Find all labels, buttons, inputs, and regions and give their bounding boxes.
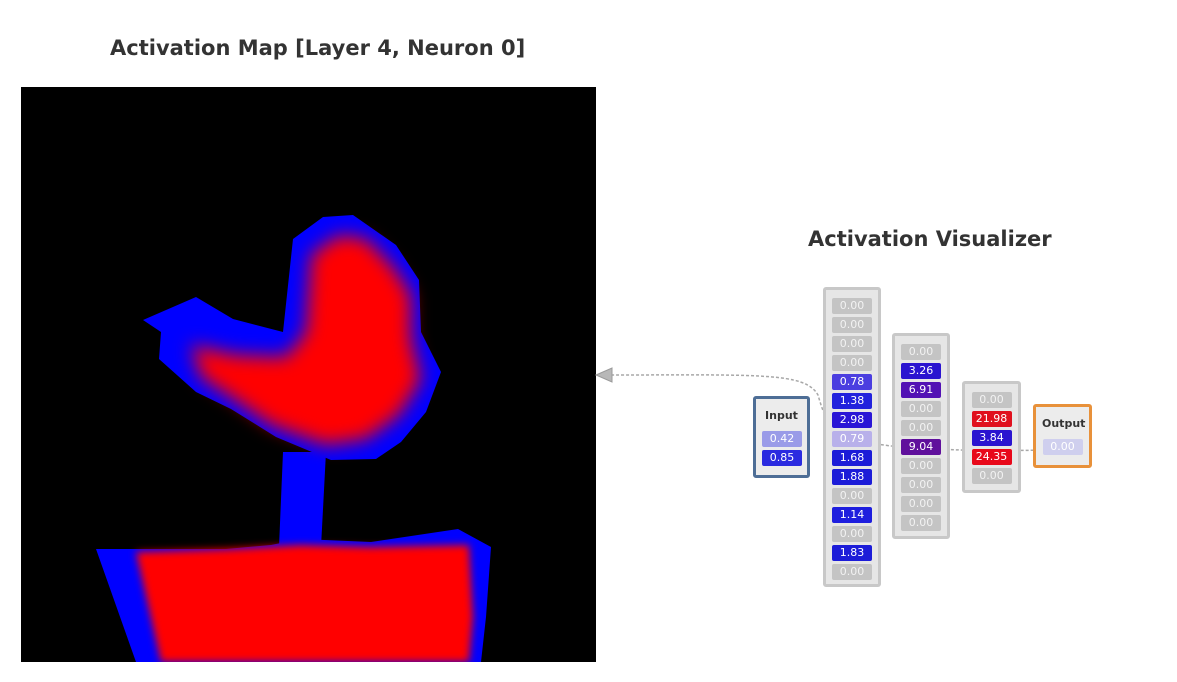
activation-map-title: Activation Map [Layer 4, Neuron 0] <box>110 36 526 60</box>
arrow-head-icon <box>594 367 613 383</box>
flower-stem <box>279 452 326 547</box>
neuron-node[interactable]: 0.00 <box>832 355 872 371</box>
neuron-node[interactable]: 0.00 <box>832 564 872 580</box>
neuron-node[interactable]: 1.68 <box>832 450 872 466</box>
output-layer: Output 0.00 <box>1033 404 1092 468</box>
neuron-node[interactable]: 21.98 <box>971 411 1012 427</box>
neuron-node[interactable]: 1.38 <box>832 393 872 409</box>
hidden-layer-2-nodes: 0.00 3.26 6.91 0.00 0.00 9.04 0.00 0.00 0.00 0.00 <box>901 344 941 531</box>
neuron-node[interactable]: 6.91 <box>901 382 941 398</box>
hidden-layer-2: 0.00 3.26 6.91 0.00 0.00 9.04 0.00 0.00 0.00 0.00 <box>892 333 950 539</box>
output-nodes: 0.00 <box>1042 439 1083 455</box>
neuron-node[interactable]: 0.00 <box>901 401 941 417</box>
neuron-node[interactable]: 24.35 <box>971 449 1012 465</box>
neuron-node[interactable]: 0.00 <box>832 488 872 504</box>
neuron-node[interactable]: 0.00 <box>901 458 941 474</box>
hidden-layer-1: 0.00 0.00 0.00 0.00 0.78 1.38 2.98 0.79 1.68 1.88… <box>823 287 881 587</box>
visualizer-title: Activation Visualizer <box>808 227 1052 251</box>
input-nodes: 0.42 0.85 <box>762 431 802 466</box>
neuron-node[interactable]: 1.14 <box>832 507 872 523</box>
neuron-node[interactable]: 0.79 <box>832 431 872 447</box>
input-layer-label: Input <box>765 409 798 422</box>
neuron-node[interactable]: 0.00 <box>901 420 941 436</box>
neuron-node[interactable]: 0.00 <box>832 298 872 314</box>
neuron-node[interactable]: 0.00 <box>901 477 941 493</box>
neuron-node[interactable]: 0.78 <box>832 374 872 390</box>
neuron-node[interactable]: 3.84 <box>971 430 1012 446</box>
activation-heatmap <box>96 215 491 662</box>
neuron-node[interactable]: 9.04 <box>901 439 941 455</box>
neuron-node[interactable]: 0.00 <box>901 496 941 512</box>
neuron-node[interactable]: 0.00 <box>832 526 872 542</box>
neuron-node[interactable]: 0.85 <box>762 450 802 466</box>
input-layer: Input 0.42 0.85 <box>753 396 810 478</box>
neuron-node[interactable]: 0.00 <box>971 468 1012 484</box>
pot-inner <box>136 545 473 662</box>
neuron-node[interactable]: 0.00 <box>901 344 941 360</box>
neuron-node[interactable]: 0.00 <box>971 392 1012 408</box>
neuron-node[interactable]: 0.00 <box>1042 439 1083 455</box>
neuron-node[interactable]: 0.00 <box>832 336 872 352</box>
neuron-node[interactable]: 3.26 <box>901 363 941 379</box>
neuron-node[interactable]: 0.00 <box>832 317 872 333</box>
hidden-layer-3-nodes: 0.00 21.98 3.84 24.35 0.00 <box>971 392 1012 484</box>
neuron-node[interactable]: 0.42 <box>762 431 802 447</box>
neuron-node[interactable]: 1.88 <box>832 469 872 485</box>
hidden-layer-1-nodes: 0.00 0.00 0.00 0.00 0.78 1.38 2.98 0.79 1.68 1.88… <box>832 298 872 580</box>
flower-head-inner <box>191 235 421 445</box>
activation-map-canvas <box>21 87 596 662</box>
output-layer-label: Output <box>1042 417 1086 430</box>
neuron-node[interactable]: 2.98 <box>832 412 872 428</box>
neuron-node[interactable]: 1.83 <box>832 545 872 561</box>
hidden-layer-3: 0.00 21.98 3.84 24.35 0.00 <box>962 381 1021 493</box>
neuron-node[interactable]: 0.00 <box>901 515 941 531</box>
